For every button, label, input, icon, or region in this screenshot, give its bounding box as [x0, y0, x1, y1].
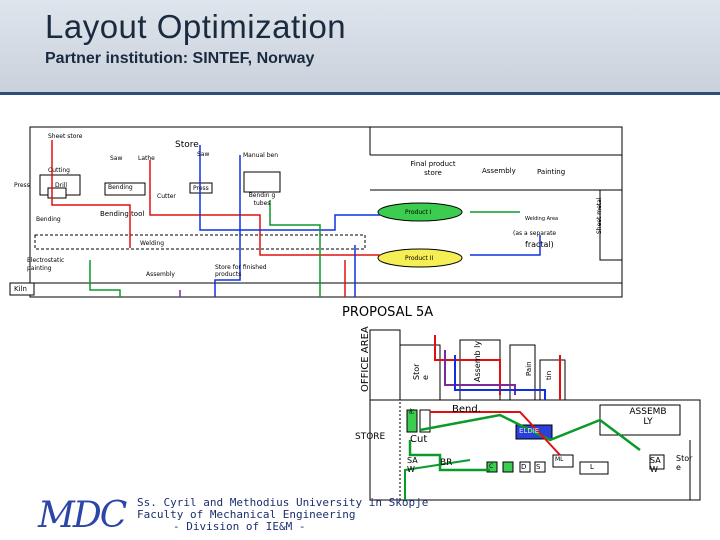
lathe-label: Lathe	[138, 155, 155, 162]
blue-flow-line	[199, 145, 380, 231]
product-1-ellipse	[377, 202, 463, 222]
saw-right-box	[649, 454, 665, 470]
sheet-metal-box	[599, 189, 623, 261]
d-label: D	[521, 463, 527, 471]
c-label: C	[489, 463, 494, 470]
pain-label: Pain	[525, 361, 533, 376]
painting-label: Painting	[537, 168, 566, 176]
cutter-label: Cutter	[157, 193, 176, 200]
saw-label: Saw	[110, 155, 123, 162]
assembly-right-label: Assembly	[482, 167, 516, 175]
machine-s	[534, 461, 546, 473]
welding-area-label: (as a separate	[513, 230, 557, 237]
electrostatic-painting-label: Electrostatic painting	[27, 257, 65, 272]
cutting-label: Cutting	[48, 167, 70, 174]
br-label: BR	[440, 458, 453, 468]
assembly-rotated-label: Assemb ly	[473, 340, 482, 382]
ml-label: ML	[555, 456, 564, 463]
machine-c2	[502, 461, 514, 473]
blue-flow-line	[470, 235, 541, 256]
welding-zone	[34, 234, 366, 250]
green-flow-line	[419, 413, 641, 451]
final-store-label: Final product store	[410, 160, 456, 177]
s-label: S	[536, 463, 541, 471]
slide-subtitle: Partner institution: SINTEF, Norway	[45, 50, 315, 67]
sheet-store-label: Sheet store	[48, 133, 83, 140]
machine-c	[486, 461, 498, 473]
welding-label: Welding	[140, 240, 165, 247]
kiln-box	[9, 282, 35, 296]
bending-tool-label: Bending tool	[100, 210, 145, 218]
store-bottom-label: STORE	[355, 432, 386, 442]
bend-label: Bend.	[452, 404, 481, 415]
blue-flow-line	[214, 155, 241, 297]
saw-left-label: SA W	[407, 456, 418, 474]
pr-label: Pr	[409, 408, 416, 414]
store-label: Store	[175, 140, 199, 150]
assembly-box-label: ASSEMB LY	[629, 407, 667, 427]
cut-label: Cut	[410, 434, 428, 445]
machine-l	[579, 461, 609, 475]
bending-machine	[104, 182, 146, 196]
press-machine	[189, 182, 213, 194]
blue-box-label: ELDIE	[519, 427, 540, 435]
tin-label: tin	[545, 370, 553, 380]
green-flow-line	[269, 200, 321, 297]
slide-header	[0, 0, 720, 92]
red-flow-line	[149, 160, 380, 256]
footer-university: Ss. Cyril and Methodius University in Sk…	[137, 496, 429, 509]
office-area-box	[369, 329, 401, 401]
green-flow-line	[89, 260, 121, 297]
mdc-logo-text: MDC	[38, 495, 127, 536]
welding-area-label: Welding Area	[525, 216, 559, 222]
stor-right-label: Stor e	[676, 454, 693, 472]
footer-text: Ss. Cyril and Methodius University in Sk…	[137, 497, 428, 534]
green-flow-line	[408, 440, 490, 472]
bending-tubes-label: Bendin g tubes	[248, 192, 276, 207]
red-flow-line	[430, 411, 561, 456]
product-1-label: Product I	[405, 209, 432, 216]
l-label: L	[590, 463, 594, 471]
drill-label: Drill	[55, 182, 68, 189]
product-2-ellipse	[377, 248, 463, 268]
blue-flow-line	[454, 355, 546, 400]
bending-machine-label: Bending	[108, 184, 133, 191]
machine-ml	[552, 454, 574, 468]
green-flow-line	[404, 459, 471, 500]
bending-tubes-machine	[243, 171, 281, 193]
machine-d	[519, 461, 531, 473]
press-mid-label: Press	[193, 185, 209, 192]
sheet-metal-label: Sheet metal	[596, 197, 603, 235]
mdc-logo: MDC	[38, 495, 127, 536]
press-left-label: Press	[14, 182, 30, 189]
painting-booth-box	[539, 359, 566, 401]
slide-title: Layout Optimization	[45, 8, 347, 45]
red-flow-line	[434, 335, 501, 395]
footer-division: - Division of IE&M -	[173, 520, 306, 533]
proposal-title: PROPOSAL 5A	[342, 305, 434, 320]
store-finished-label: Store for finished products	[215, 264, 267, 278]
red-flow-line	[51, 140, 131, 248]
press-box	[406, 409, 418, 433]
office-area-label: OFFICE AREA	[360, 326, 371, 392]
welding-area-label: fractal)	[525, 240, 554, 249]
kiln-label: Kiln	[14, 285, 27, 293]
drill-machine	[47, 187, 67, 199]
store-column	[369, 399, 401, 501]
manual-bending-label: Manual ben	[243, 152, 279, 159]
saw-right-label: SA W	[650, 456, 661, 474]
stor-e-label: Stor e	[412, 363, 430, 380]
footer-faculty: Faculty of Mechanical Engineering	[137, 508, 356, 521]
product-2-label: Product II	[405, 255, 434, 262]
bending-left-label: Bending	[36, 216, 61, 223]
assembly-left-label: Assembly	[146, 271, 175, 278]
header-divider	[0, 92, 720, 95]
saw2-label: Saw	[197, 151, 210, 158]
small-machine-box	[419, 409, 431, 433]
